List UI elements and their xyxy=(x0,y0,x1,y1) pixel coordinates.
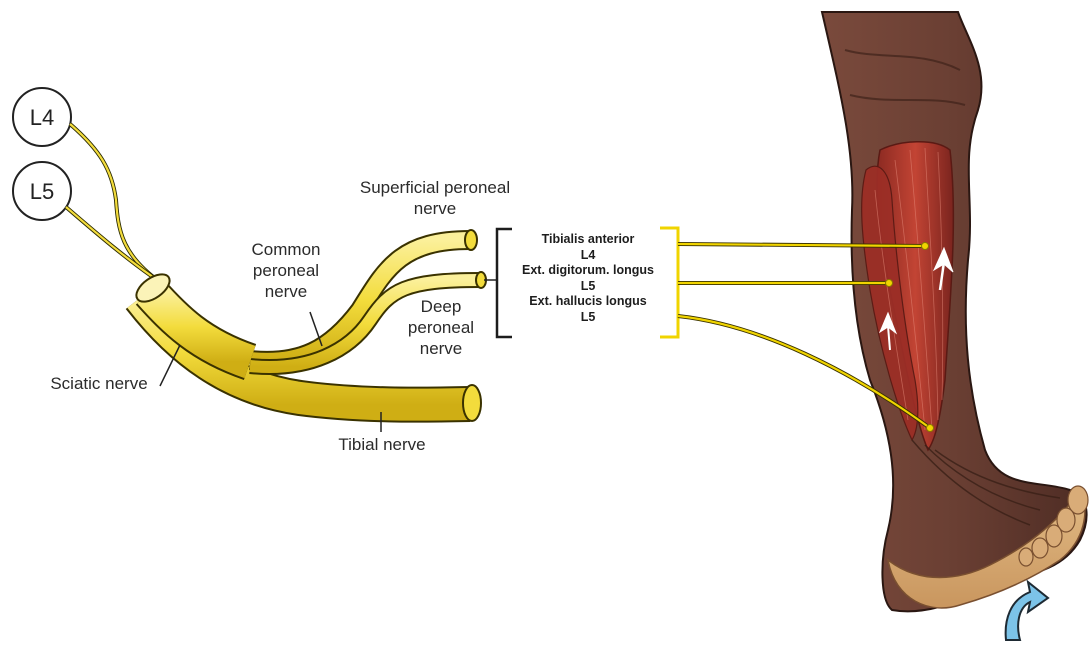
root-l5: L5 xyxy=(13,162,71,220)
deep-peroneal-label: Deep peroneal nerve xyxy=(396,296,486,359)
common-peroneal-label: Common peroneal nerve xyxy=(236,239,336,302)
deep-peroneal-line2: peroneal xyxy=(396,317,486,338)
root-l4: L4 xyxy=(13,88,71,146)
muscle-root: L5 xyxy=(508,310,668,326)
root-l4-fiber xyxy=(70,124,160,282)
muscle-root: L4 xyxy=(508,248,668,264)
common-peroneal-line2: peroneal xyxy=(236,260,336,281)
tibial-nerve-label: Tibial nerve xyxy=(322,434,442,455)
common-peroneal-line3: nerve xyxy=(236,281,336,302)
root-l4-label: L4 xyxy=(30,105,54,130)
tibial-nerve-end xyxy=(463,385,481,421)
common-peroneal-line1: Common xyxy=(236,239,336,260)
muscle-name: Tibialis anterior xyxy=(508,232,668,248)
muscle-name: Ext. hallucis longus xyxy=(508,294,668,310)
superficial-peroneal-line1: Superficial peroneal xyxy=(340,177,530,198)
root-l5-label: L5 xyxy=(30,179,54,204)
muscle-root: L5 xyxy=(508,279,668,295)
superficial-peroneal-label: Superficial peroneal nerve xyxy=(340,177,530,219)
superficial-peroneal-line2: nerve xyxy=(340,198,530,219)
curved-arrow-icon xyxy=(1006,582,1048,640)
muscle-list: Tibialis anterior L4 Ext. digitorum. lon… xyxy=(508,232,668,325)
muscle-name: Ext. digitorum. longus xyxy=(508,263,668,279)
deep-peroneal-line1: Deep xyxy=(396,296,486,317)
sciatic-nerve-label: Sciatic nerve xyxy=(34,373,164,394)
deep-peroneal-line3: nerve xyxy=(396,338,486,359)
